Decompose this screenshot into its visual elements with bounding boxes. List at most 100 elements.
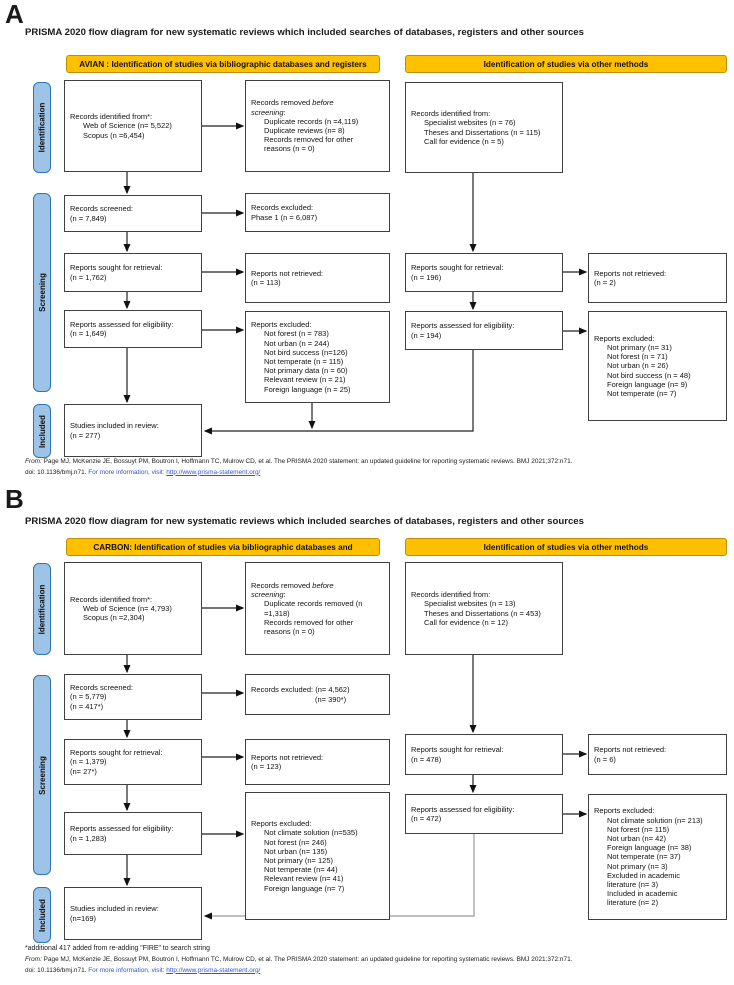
prisma-link[interactable]: http://www.prisma-statement.org/: [166, 468, 261, 476]
text-run: Reports not retrieved:: [594, 745, 667, 755]
box-line: Not forest (n = 783): [251, 329, 384, 338]
box-line: Records screened:: [70, 204, 196, 213]
box-line: Records identified from*:: [70, 595, 196, 604]
reports-not-retrieved-box-a: Reports not retrieved:(n = 113): [245, 253, 390, 303]
doi-text: doi: 10.1136/bmj.n71.: [25, 966, 87, 974]
text-run: Reports sought for retrieval:: [70, 263, 163, 273]
box-line: Not urban (n = 26): [594, 361, 721, 370]
box-line: Theses and Dissertations (n = 453): [411, 609, 557, 618]
box-line: Records identified from:: [411, 109, 557, 118]
text-run: Records identified from:: [411, 109, 491, 119]
text-run: Records screened:: [70, 683, 133, 693]
box-line: Reports excluded:: [594, 806, 721, 815]
text-run: Records removed for other: [264, 617, 354, 627]
text-run: (n = 417*): [70, 701, 104, 711]
box-line: Reports excluded:: [594, 334, 721, 343]
box-line: Records removed before: [251, 98, 384, 107]
box-line: Not temperate (n= 37): [594, 852, 721, 861]
box-line: Foreign language (n = 25): [251, 385, 384, 394]
text-run: Reports assessed for eligibility:: [411, 321, 515, 331]
text-run: Relevant review (n = 21): [264, 375, 346, 385]
text-run: (n = 123): [251, 762, 282, 771]
box-line: (n = 113): [251, 278, 384, 287]
text-run: Not urban (n = 26): [607, 361, 669, 371]
text-run: screening: [251, 590, 284, 600]
text-run: Records removed: [251, 98, 313, 108]
stage-included-b: Included: [33, 887, 51, 943]
text-run: Foreign language (n= 9): [607, 379, 688, 389]
banner-other-methods-b: Identification of studies via other meth…: [405, 538, 727, 556]
box-line: screening:: [251, 590, 384, 599]
box-line: (n = 1,379): [70, 757, 196, 766]
studies-included-box-b: Studies included in review:(n=169): [64, 887, 202, 940]
text-run: Not primary (n= 125): [264, 856, 333, 865]
text-run: Not temperate (n= 7): [607, 389, 677, 398]
text-run: Reports excluded:: [594, 333, 655, 343]
text-run: Not temperate (n= 37): [607, 852, 681, 862]
box-line: (n = 2): [594, 278, 721, 287]
text-run: before: [312, 98, 334, 108]
box-line: Not primary (n= 31): [594, 343, 721, 352]
box-line: Scopus (n =2,304): [70, 613, 196, 622]
stage-label: Screening: [37, 755, 47, 795]
text-run: (n = 113): [251, 278, 281, 287]
box-line: Records identified from*:: [70, 112, 196, 121]
box-line: Duplicate records (n =4,119): [251, 117, 384, 126]
box-line: (n = 7,849): [70, 214, 196, 223]
text-run: Duplicate reviews (n= 8): [264, 126, 345, 135]
box-line: Reports assessed for eligibility:: [70, 320, 196, 329]
text-run: Not bird success (n = 48): [607, 370, 691, 380]
prisma-link[interactable]: http://www.prisma-statement.org/: [166, 966, 261, 974]
box-line: (n = 123): [251, 762, 384, 771]
text-run: (n = 1,649): [70, 329, 107, 338]
box-line: Specialist websites (n = 76): [411, 118, 557, 127]
text-run: Reports not retrieved:: [594, 268, 667, 278]
box-line: Reports not retrieved:: [251, 753, 384, 762]
box-line: Records excluded: (n= 4,562): [251, 685, 384, 694]
text-run: (n= 390*): [315, 694, 347, 704]
text-run: Studies included in review:: [70, 904, 159, 914]
panel-a-title: PRISMA 2020 flow diagram for new systema…: [25, 27, 584, 38]
text-run: (n = 6): [594, 754, 616, 764]
box-line: Phase 1 (n = 6,087): [251, 213, 384, 222]
box-line: Not bird success (n = 48): [594, 371, 721, 380]
records-identified-databases-box-a: Records identified from*:Web of Science …: [64, 80, 202, 172]
box-line: Not temperate (n= 7): [594, 389, 721, 398]
text-run: screening: [251, 107, 284, 117]
text-run: (n = 5,779): [70, 692, 107, 702]
banner-databases-a: AVIAN : Identification of studies via bi…: [66, 55, 380, 73]
text-run: Not urban (n= 42): [607, 833, 666, 843]
box-line: Not primary data (n = 60): [251, 366, 384, 375]
text-run: Reports assessed for eligibility:: [70, 824, 174, 834]
records-screened-box-b: Records screened:(n = 5,779)(n = 417*): [64, 674, 202, 720]
box-line: screening:: [251, 108, 384, 117]
records-identified-other-box-b: Records identified from:Specialist websi…: [405, 562, 563, 655]
box-line: Not temperate (n= 44): [251, 865, 384, 874]
text-run: Included in academic: [607, 889, 678, 899]
box-line: Records identified from:: [411, 590, 557, 599]
box-line: Theses and Dissertations (n = 115): [411, 128, 557, 137]
box-line: Reports not retrieved:: [594, 269, 721, 278]
box-line: Not climate solution (n=535): [251, 828, 384, 837]
reports-not-retrieved-other-box-b: Reports not retrieved:(n = 6): [588, 734, 727, 775]
text-run: Theses and Dissertations (n = 453): [424, 608, 541, 618]
panel-a-label: A: [5, 0, 24, 29]
reports-sought-retrieval-other-box-a: Reports sought for retrieval:(n = 196): [405, 253, 563, 292]
box-line: Excluded in academic: [594, 871, 721, 880]
box-line: Reports assessed for eligibility:: [411, 805, 557, 814]
text-run: Not climate solution (n=535): [264, 828, 358, 838]
box-line: Not primary (n= 125): [251, 856, 384, 865]
box-line: Duplicate reviews (n= 8): [251, 126, 384, 135]
text-run: =1,318): [264, 608, 290, 618]
box-line: literature (n= 3): [594, 880, 721, 889]
text-run: (n=169): [70, 913, 97, 923]
box-line: Reports sought for retrieval:: [70, 748, 196, 757]
text-run: reasons (n = 0): [264, 626, 315, 636]
stage-included-a: Included: [33, 404, 51, 458]
text-run: Duplicate records (n =4,119): [264, 116, 359, 126]
text-run: (n = 472): [411, 814, 442, 823]
box-line: Not forest (n= 115): [594, 825, 721, 834]
more-info-text: For more information, visit:: [88, 468, 165, 476]
